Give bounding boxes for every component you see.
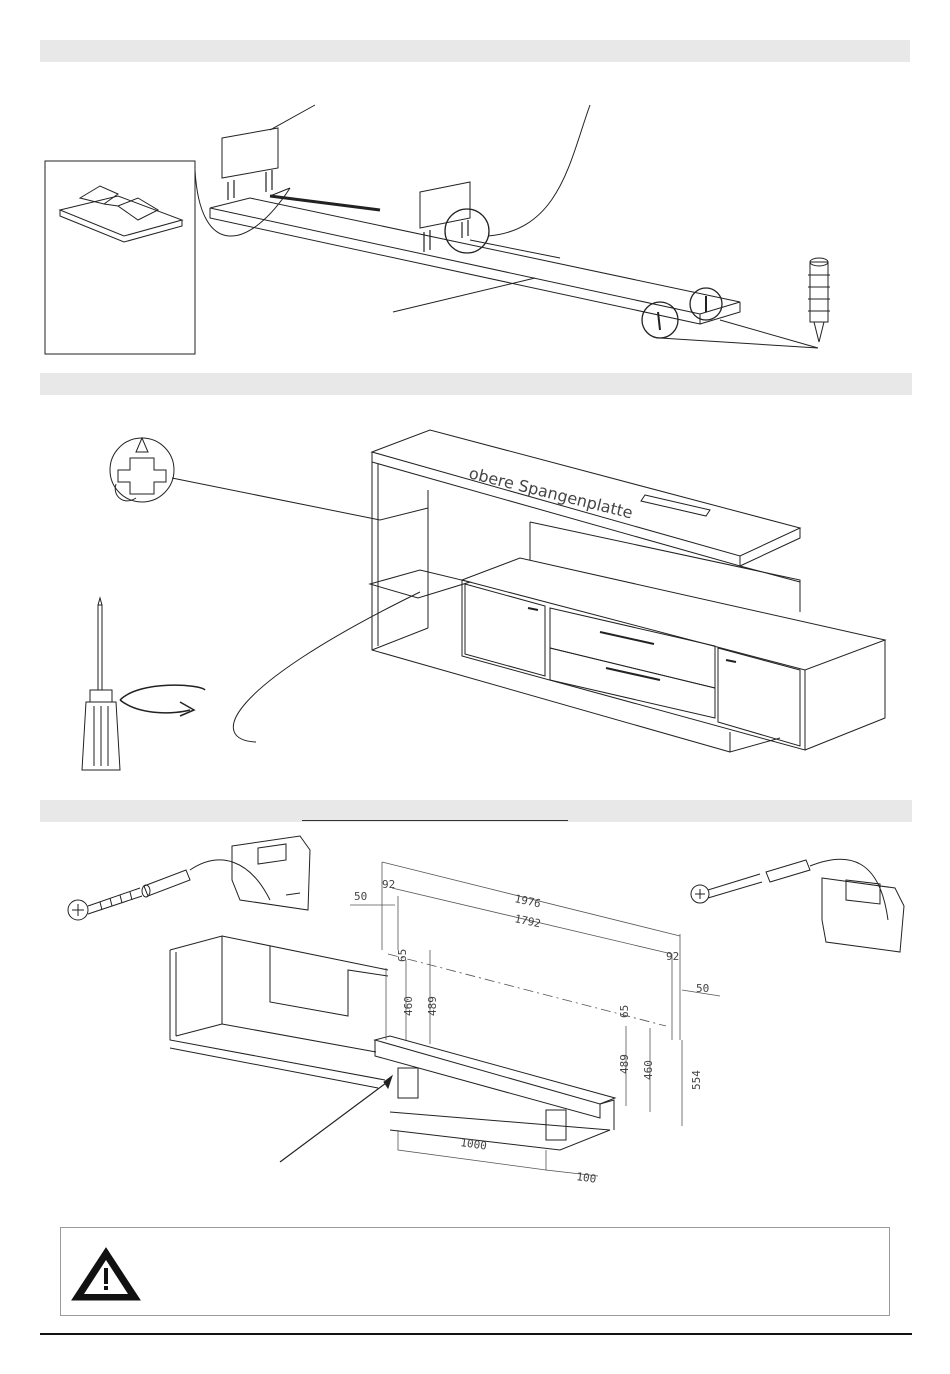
detail-inset-box xyxy=(45,161,195,354)
dim-edge-offset-left: 50 xyxy=(354,890,367,903)
step2-illustration: obere Spangenplatte xyxy=(82,430,885,770)
right-door xyxy=(718,648,800,746)
dim-drop-right: 65 xyxy=(618,1005,631,1018)
base-board xyxy=(210,198,740,314)
dim-edge-offset-right: 50 xyxy=(696,982,709,995)
dim-inset-right: 92 xyxy=(666,950,679,963)
dim-height-489-right: 489 xyxy=(618,1054,631,1074)
dim-hole-spacing: 1792 xyxy=(513,912,542,930)
step1-illustration xyxy=(45,105,830,354)
spacer-block-left xyxy=(398,1068,418,1098)
back-panel-left xyxy=(222,128,278,178)
footer-rule xyxy=(40,1333,912,1335)
warning-box xyxy=(60,1227,890,1316)
dim-height-460-right: 460 xyxy=(642,1060,655,1080)
wall-plug-right-icon xyxy=(766,860,810,882)
detail-circle-peg xyxy=(445,209,489,253)
left-door xyxy=(465,584,545,676)
detail-circle-dowel-left xyxy=(642,302,678,338)
dim-base-spacing: 1000 xyxy=(460,1136,488,1153)
top-panel-label: obere Spangenplatte xyxy=(467,463,635,522)
dim-height-489-left: 489 xyxy=(426,996,439,1016)
dim-inset-left: 92 xyxy=(382,878,395,891)
wall-screw-right-icon xyxy=(691,874,762,903)
cross-screw-icon xyxy=(110,438,174,502)
clip-detail-icon xyxy=(60,186,182,242)
dim-base-offset: 100 xyxy=(576,1170,597,1186)
wall-bracket-right xyxy=(822,878,904,952)
rotate-arrow-icon xyxy=(120,685,205,716)
wall-plug-left-icon xyxy=(142,870,190,897)
wall-bracket-left xyxy=(232,836,310,910)
screwdriver-icon xyxy=(82,598,120,770)
dowel-icon xyxy=(808,258,830,342)
dim-overall-width: 1976 xyxy=(513,892,542,910)
wall-screw-left-icon xyxy=(68,888,142,920)
dim-height-460-left: 460 xyxy=(402,996,415,1016)
dim-drop-left: 65 xyxy=(396,949,409,962)
step3-illustration: 1976 1792 50 50 92 92 65 65 460 489 489 … xyxy=(68,836,904,1186)
dim-height-554: 554 xyxy=(690,1070,703,1090)
drawer-upper xyxy=(550,608,715,688)
back-panel-middle xyxy=(420,182,470,228)
